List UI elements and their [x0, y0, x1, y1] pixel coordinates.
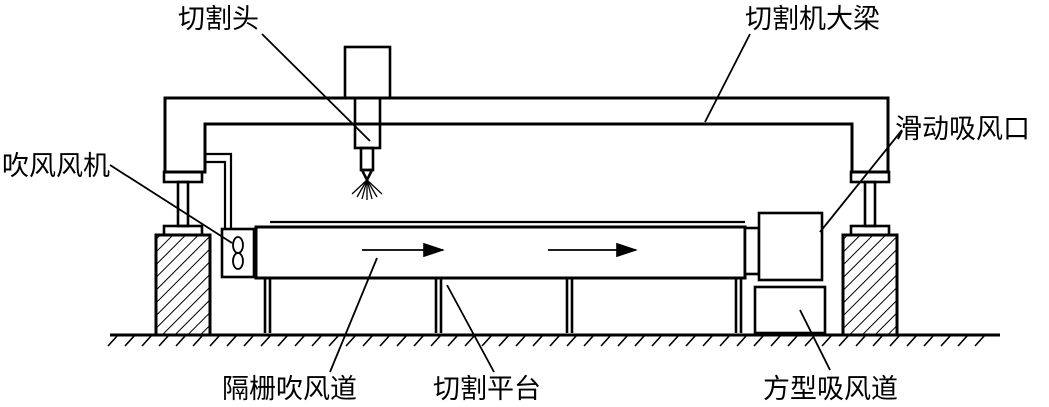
left-rail: [162, 170, 204, 237]
label-cutting-head: 切割头: [178, 4, 259, 35]
right-foundation: [841, 233, 899, 337]
left-foundation: [154, 233, 212, 337]
ground: [107, 333, 1000, 347]
cutting-machine-beam: [163, 96, 890, 174]
cutting-platform: [254, 220, 747, 333]
label-blower-fan: 吹风风机: [2, 151, 110, 182]
air-duct: [205, 152, 233, 230]
label-grid-blow-channel: 隔栅吹风道: [222, 374, 357, 405]
square-suction-duct: [753, 285, 827, 335]
sliding-suction-port: [743, 211, 824, 282]
fan-icon: [232, 236, 244, 270]
right-rail: [849, 170, 891, 237]
label-sliding-suction-port: 滑动吸风口: [895, 114, 1030, 145]
cutting-head: [343, 45, 392, 183]
label-cutting-platform: 切割平台: [433, 374, 541, 405]
label-square-suction-duct: 方型吸风道: [763, 374, 898, 405]
cutting-spark-icon: [351, 179, 383, 200]
label-beam: 切割机大梁: [745, 4, 880, 35]
blower-fan: [220, 227, 256, 279]
leader-lines: [109, 33, 903, 373]
